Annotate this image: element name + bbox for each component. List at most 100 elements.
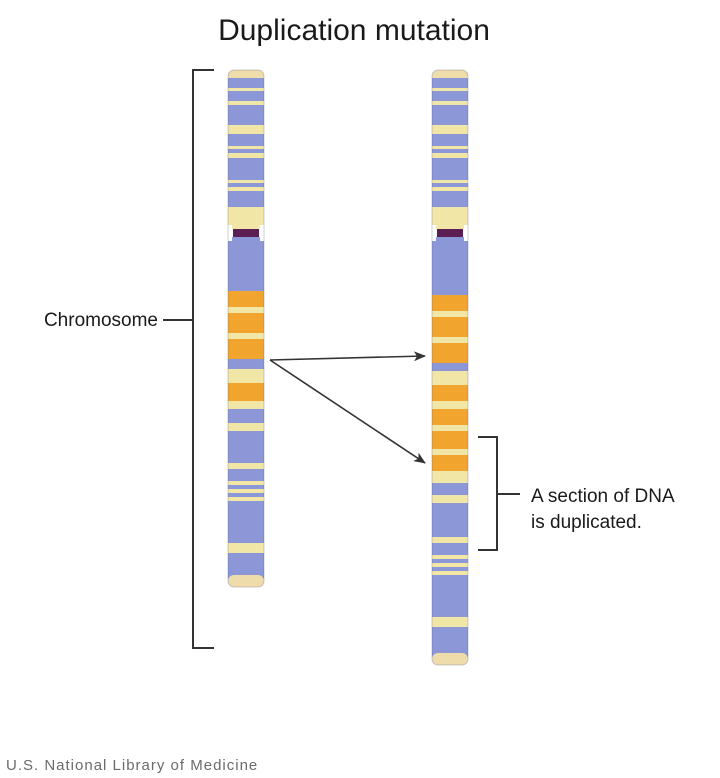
chromosome-cap [228, 575, 264, 587]
duplicated-bracket [478, 436, 520, 551]
chromosome-band [228, 134, 264, 146]
chromosome-band [432, 153, 468, 158]
chromosome-band [228, 409, 264, 423]
chromosome-bracket [163, 69, 214, 649]
chromosome-band [432, 180, 468, 183]
chromosome-band [432, 537, 468, 543]
chromosome-band [228, 291, 264, 307]
chromosome-band [228, 313, 264, 333]
chromosome-band [432, 571, 468, 575]
centromere [233, 229, 259, 237]
chromosome-band [432, 455, 468, 471]
chromosome-band [228, 469, 264, 481]
chromosome-band [432, 495, 468, 503]
chromosome-band [228, 543, 264, 553]
chromosome-band [432, 559, 468, 563]
chromosome-band [228, 501, 264, 543]
chromosome-band [228, 383, 264, 401]
arrow-to-original-segment [269, 351, 426, 362]
centromere-constriction [436, 237, 464, 241]
original-chromosome [227, 69, 265, 588]
chromosome-band [228, 431, 264, 463]
chromosome-band [228, 463, 264, 469]
chromosome-band [228, 88, 264, 91]
chromosome-band [432, 627, 468, 657]
chromosome-band [432, 575, 468, 617]
chromosome-band [432, 158, 468, 180]
chromosome-band [432, 543, 468, 555]
chromosome-band [432, 503, 468, 537]
chromosome-band [432, 88, 468, 91]
chromosome-band [432, 134, 468, 146]
chromosome-band [432, 241, 468, 295]
chromosome-band [432, 471, 468, 483]
chromosome-label: Chromosome [44, 310, 158, 331]
arrow-to-duplicated-segment [269, 359, 426, 464]
chromosome-band [432, 363, 468, 371]
chromosome-band [432, 146, 468, 149]
chromosome-band [228, 183, 264, 187]
chromosome-band [432, 125, 468, 134]
mutated-chromosome [431, 69, 469, 666]
chromosome-band [228, 241, 264, 291]
chromosome-band [228, 553, 264, 579]
chromosome-band [432, 337, 468, 343]
chromosome-band [228, 146, 264, 149]
chromosome-band [228, 105, 264, 125]
chromosome-band [228, 78, 264, 88]
chromosome-band [432, 449, 468, 455]
chromosome-band [432, 105, 468, 125]
chromosome-band [432, 431, 468, 449]
chromosome-outline [431, 69, 469, 666]
chromosome-band [432, 343, 468, 363]
diagram-title: Duplication mutation [218, 14, 490, 47]
chromosome-band [228, 153, 264, 158]
centromere-constriction [232, 237, 260, 241]
chromosome-band [228, 493, 264, 497]
duplicated-label-line1: A section of DNA [531, 486, 675, 507]
chromosome-band [432, 295, 468, 311]
chromosome-band [432, 149, 468, 153]
chromosome-band [432, 78, 468, 88]
chromosome-band [432, 385, 468, 401]
chromosome-band [432, 183, 468, 187]
chromosome-band [432, 91, 468, 101]
chromosome-band [228, 333, 264, 339]
chromosome-band [228, 307, 264, 313]
credit-text: U.S. National Library of Medicine [6, 757, 258, 774]
chromosome-band [228, 191, 264, 207]
chromosome-band [432, 483, 468, 495]
chromosome-band [228, 481, 264, 485]
chromosome-band [228, 489, 264, 493]
duplicated-label-line2: is duplicated. [531, 512, 642, 533]
chromosome-band [228, 339, 264, 359]
chromosome-band [228, 401, 264, 409]
chromosome-band [228, 158, 264, 180]
chromosome-band [228, 369, 264, 383]
chromosome-band [228, 497, 264, 501]
chromosome-outline [227, 69, 265, 588]
chromosome-band [432, 207, 468, 225]
chromosome-band [432, 101, 468, 105]
chromosome-band [228, 91, 264, 101]
chromosome-band [432, 555, 468, 559]
chromosome-band [228, 101, 264, 105]
chromosome-cap [432, 653, 468, 665]
chromosome-band [228, 485, 264, 489]
chromosome-band [228, 149, 264, 153]
chromosome-band [228, 125, 264, 134]
chromosome-band [432, 371, 468, 385]
chromosome-band [432, 317, 468, 337]
chromosome-band [432, 409, 468, 425]
chromosome-band [432, 401, 468, 409]
chromosome-band [432, 567, 468, 571]
centromere-constriction [232, 225, 260, 229]
centromere [437, 229, 463, 237]
chromosome-band [432, 191, 468, 207]
chromosome-band [432, 311, 468, 317]
chromosome-band [228, 180, 264, 183]
chromosome-band [228, 187, 264, 191]
chromosome-band [432, 617, 468, 627]
chromosome-band [228, 423, 264, 431]
